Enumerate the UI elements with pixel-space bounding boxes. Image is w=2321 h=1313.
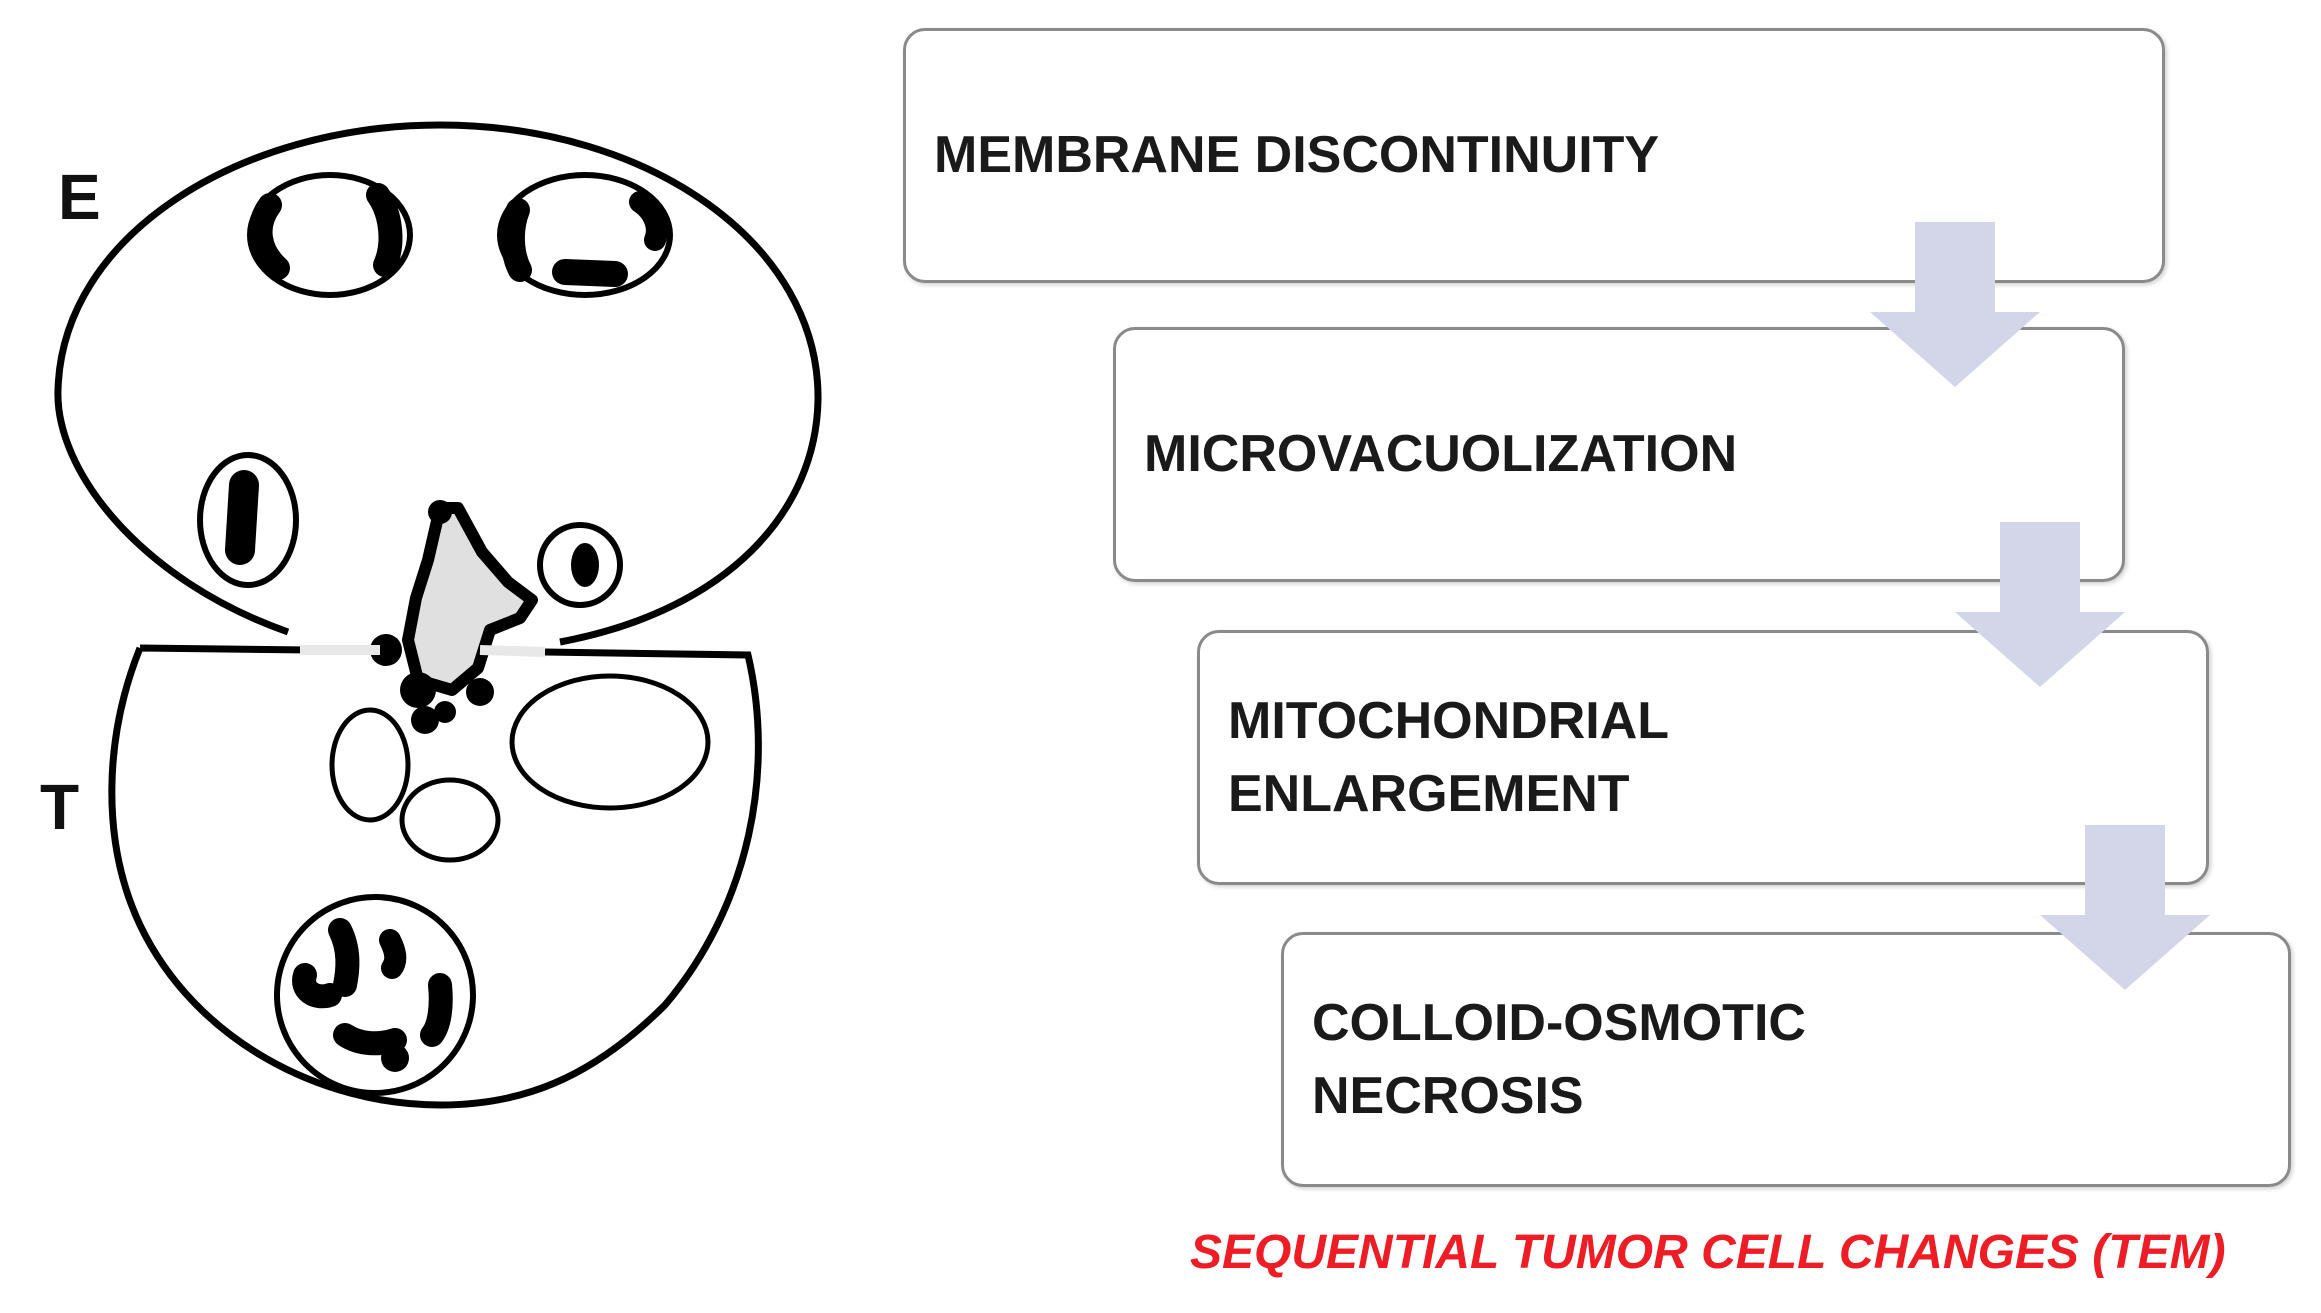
figure-caption: SEQUENTIAL TUMOR CELL CHANGES (TEM) [1190,1226,2226,1279]
effector-granule [497,172,673,298]
step-label: COLLOID-OSMOTIC NECROSIS [1312,993,1806,1125]
cell-diagram [54,121,822,1109]
tumor-cell-label: T [40,771,80,843]
step-box: COLLOID-OSMOTIC NECROSIS [1281,932,2291,1187]
step-label: MEMBRANE DISCONTINUITY [934,126,1660,185]
tumor-cell-outline [108,644,762,1109]
step-label: MITOCHONDRIAL ENLARGEMENT [1228,691,1670,823]
down-arrow-icon [2040,825,2210,990]
down-arrow-icon [1870,222,2040,387]
effector-cell-label: E [58,161,101,233]
tumor-vacuole [329,707,411,823]
tumor-nucleus [274,894,476,1096]
synapse-pore [402,502,538,696]
effector-cell-outline [54,121,822,646]
step-label: MICROVACUOLIZATION [1144,425,1738,484]
tumor-vacuole [399,777,501,863]
down-arrow-icon [1955,522,2125,687]
tumor-mitochondrion [509,673,711,811]
